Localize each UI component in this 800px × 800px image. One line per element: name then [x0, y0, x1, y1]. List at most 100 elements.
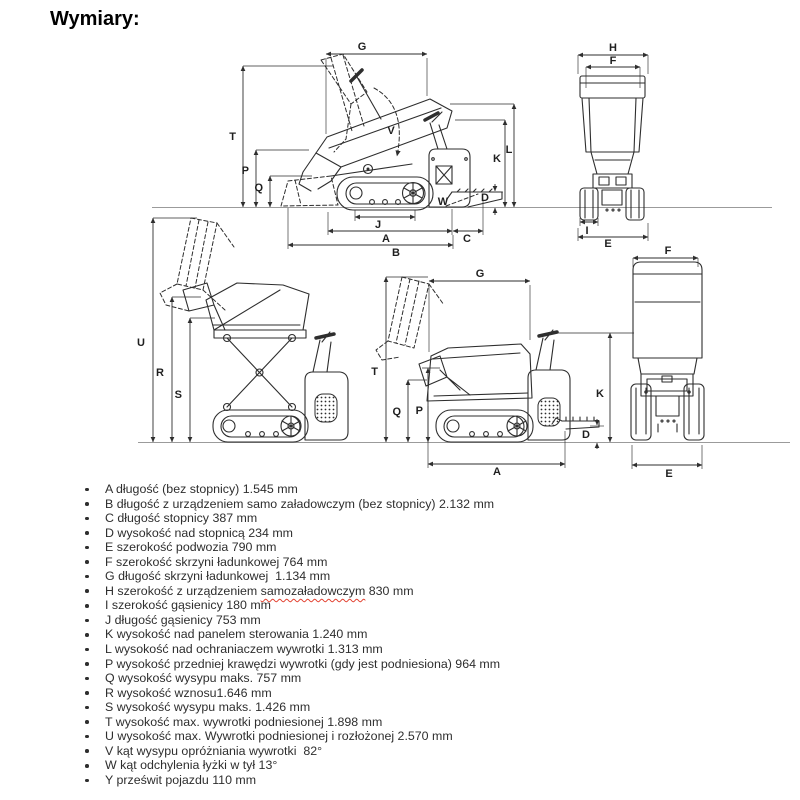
dim-label-r: R — [156, 367, 164, 379]
dimension-list-item: R wysokość wznosu1.646 mm — [80, 686, 792, 701]
dimension-text: L wysokość nad ochraniaczem wywrotki 1.3… — [105, 642, 383, 657]
dimension-text: D wysokość nad stopnicą 234 mm — [105, 525, 294, 540]
dimension-list-item: S wysokość wysypu maks. 1.426 mm — [80, 700, 792, 715]
dimension-text: J długość gąsienicy 753 mm — [105, 612, 261, 627]
bullet-dot — [85, 574, 89, 579]
bullet-dot — [85, 647, 89, 652]
dimension-text: B długość z urządzeniem samo załadowczym… — [105, 496, 495, 511]
dimension-text: I szerokość gąsienicy 180 mm — [105, 598, 271, 613]
view-scissor-raised: U R S — [137, 217, 349, 443]
dim-label-i: I — [585, 225, 588, 237]
machine-drawing — [159, 217, 349, 443]
dimension-text: E szerokość podwozia 790 mm — [105, 540, 277, 555]
dim-label-v: V — [387, 125, 395, 137]
bullet-dot — [85, 734, 89, 739]
dimension-list-item: Q wysokość wysypu maks. 757 mm — [80, 671, 792, 686]
dimension-list: A długość (bez stopnicy) 1.545 mm B dług… — [80, 482, 792, 787]
dim-label-k: K — [493, 153, 501, 165]
dim-label-g: G — [358, 41, 367, 53]
dim-label-b: B — [392, 247, 400, 259]
dim-label-q: Q — [392, 406, 401, 418]
dimension-list-item: G długość skrzyni ładunkowej 1.134 mm — [80, 569, 792, 584]
dimension-text: G długość skrzyni ładunkowej 1.134 mm — [105, 569, 331, 584]
dim-label-d: D — [582, 429, 590, 441]
view-side-lowered: G T Q P K D A — [371, 268, 634, 478]
dimension-list-item: I szerokość gąsienicy 180 mm — [80, 598, 792, 613]
dimension-list-item: J długość gąsienicy 753 mm — [80, 613, 792, 628]
dimension-list-item: H szerokość z urządzeniem samozaładowczy… — [80, 584, 792, 599]
dim-label-u: U — [137, 337, 145, 349]
view-front: F E — [630, 245, 705, 480]
view-rear: H F I E — [577, 42, 649, 250]
dimensions-diagram: G T P Q V K L W D J A B C — [137, 41, 790, 480]
dimension-text: U wysokość max. Wywrotki podniesionej i … — [105, 729, 453, 744]
dimension-text: A długość (bez stopnicy) 1.545 mm — [105, 482, 298, 496]
dimension-list-item: C długość stopnicy 387 mm — [80, 511, 792, 526]
dimension-text: P wysokość przedniej krawędzi wywrotki (… — [105, 656, 501, 671]
page-title: Wymiary: — [50, 8, 140, 30]
dimension-text: Y prześwit pojazdu 110 mm — [105, 772, 257, 787]
dimension-lines — [383, 276, 634, 468]
dim-label-a: A — [382, 233, 390, 245]
bullet-dot — [85, 778, 89, 783]
dimension-list-item: F szerokość skrzyni ładunkowej 764 mm — [80, 555, 792, 570]
dim-label-w: W — [438, 196, 449, 208]
dim-label-l: L — [506, 144, 513, 156]
bullet-dot — [85, 560, 89, 564]
dimension-text: S wysokość wysypu maks. 1.426 mm — [105, 700, 311, 715]
bullet-dot — [85, 633, 89, 637]
dim-label-h: H — [609, 42, 617, 54]
dimension-list-item: B długość z urządzeniem samo załadowczym… — [80, 497, 792, 512]
dimension-list-item: W kąt odchylenia łyżki w tył 13° — [80, 758, 792, 773]
dimension-lines — [150, 217, 215, 443]
dimension-list-item: Y prześwit pojazdu 110 mm — [80, 773, 792, 788]
dim-label-e: E — [604, 238, 611, 250]
bullet-dot — [85, 516, 89, 521]
bullet-dot — [85, 531, 89, 535]
dim-label-f: F — [665, 245, 672, 257]
bullet-dot — [85, 603, 89, 608]
bullet-dot — [85, 691, 89, 695]
dim-label-j: J — [375, 219, 381, 231]
dim-label-e: E — [665, 468, 672, 480]
dimension-text: T wysokość max. wywrotki podniesionej 1.… — [105, 714, 383, 729]
dim-label-q: Q — [254, 182, 263, 194]
dimension-list-item: E szerokość podwozia 790 mm — [80, 540, 792, 555]
dimension-lines — [631, 255, 703, 469]
misspelled-word: samozaładowczym — [260, 583, 366, 598]
bullet-dot — [85, 618, 89, 623]
dim-label-p: P — [416, 405, 423, 417]
dim-label-a: A — [493, 466, 501, 478]
dimension-lines — [577, 52, 649, 241]
dimension-text: K wysokość nad panelem sterowania 1.240 … — [105, 627, 368, 642]
machine-drawing — [375, 276, 600, 443]
bullet-dot — [85, 676, 89, 681]
view-side-tipped: G T P Q V K L W D J A B C — [229, 41, 517, 259]
dimension-lines — [240, 51, 517, 249]
bullet-dot — [85, 502, 89, 506]
dim-label-t: T — [229, 131, 236, 143]
dimension-list-item: U wysokość max. Wywrotki podniesionej i … — [80, 729, 792, 744]
dim-label-s: S — [175, 389, 182, 401]
dimension-text: C długość stopnicy 387 mm — [105, 511, 258, 526]
bullet-dot — [85, 705, 89, 710]
bullet-dot — [85, 662, 89, 666]
dimension-list-item: A długość (bez stopnicy) 1.545 mm — [80, 482, 792, 497]
dimension-list-item: T wysokość max. wywrotki podniesionej 1.… — [80, 715, 792, 730]
dim-label-f: F — [610, 55, 617, 67]
machine-drawing — [280, 53, 503, 211]
machine-drawing — [579, 75, 646, 221]
dim-label-g: G — [476, 268, 485, 280]
bullet-dot — [85, 545, 89, 550]
dim-label-d: D — [481, 192, 489, 204]
dim-label-p: P — [242, 165, 249, 177]
dimension-list-item: P wysokość przedniej krawędzi wywrotki (… — [80, 657, 792, 672]
dimension-text: H szerokość z urządzeniem samozaładowczy… — [105, 583, 414, 598]
dimension-text: F szerokość skrzyni ładunkowej 764 mm — [105, 554, 328, 569]
dimension-text: R wysokość wznosu1.646 mm — [105, 685, 272, 700]
machine-drawing — [630, 261, 705, 441]
dimension-text: V kąt wysypu opróżniania wywrotki 82° — [105, 743, 323, 758]
dim-label-k: K — [596, 388, 604, 400]
dimension-list-item: D wysokość nad stopnicą 234 mm — [80, 526, 792, 541]
